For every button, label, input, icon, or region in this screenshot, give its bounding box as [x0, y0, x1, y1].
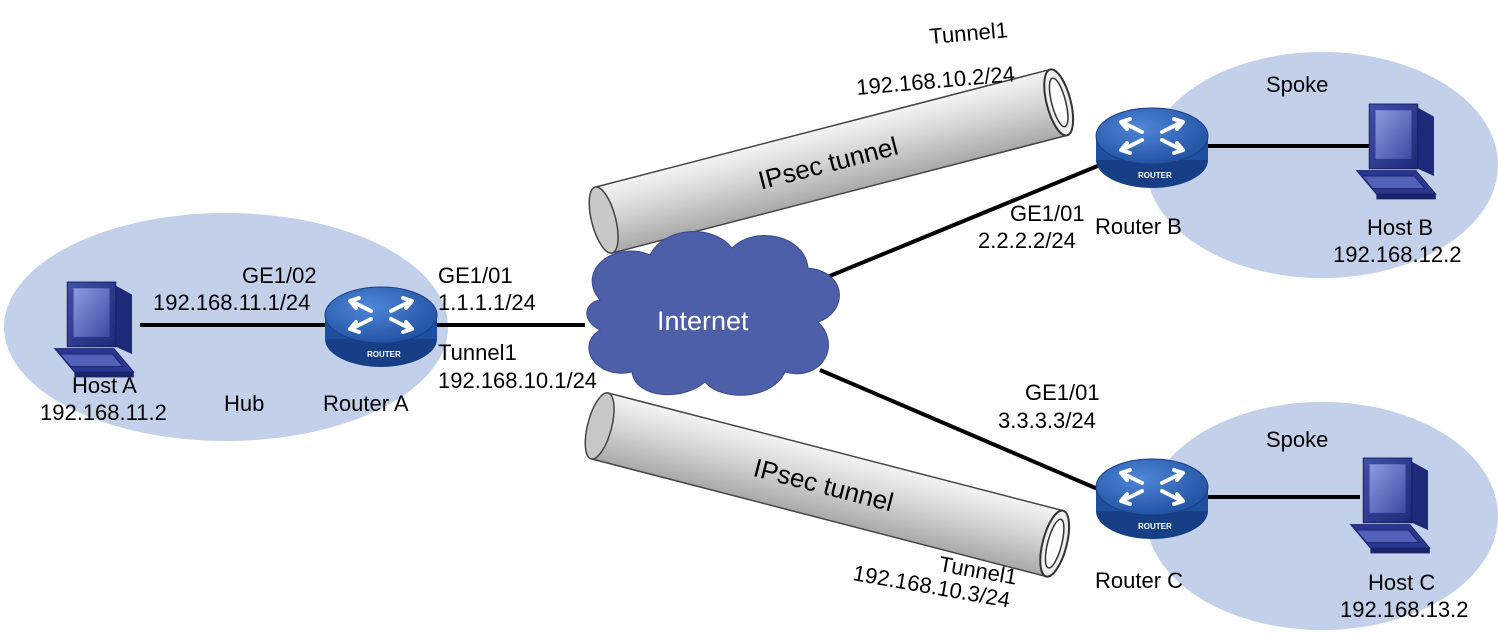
- router-a-tunnel-ip: 192.168.10.1/24: [438, 368, 597, 393]
- router-a-wan-if: GE1/01: [438, 263, 513, 288]
- ipsec-tunnel-upper: IPsec tunnel: [588, 68, 1075, 254]
- link-internet-routerb: [819, 163, 1101, 282]
- router-a-lan-ip: 192.168.11.1/24: [153, 290, 310, 315]
- host-a-ip: 192.168.11.2: [40, 400, 167, 425]
- router-a-wan-ip: 1.1.1.1/24: [438, 290, 536, 315]
- router-c-name: Router C: [1095, 568, 1183, 593]
- router-c-wan-ip: 3.3.3.3/24: [998, 408, 1096, 433]
- host-b-name: Host B: [1367, 215, 1433, 240]
- host-b-ip: 192.168.12.2: [1333, 242, 1461, 267]
- router-c-badge: ROUTER: [1138, 522, 1172, 531]
- router-b-icon: ROUTER: [1094, 106, 1210, 190]
- router-b-wan-ip: 2.2.2.2/24: [978, 228, 1076, 253]
- router-a-icon: ROUTER: [323, 285, 439, 369]
- spoke-b-label: Spoke: [1266, 72, 1328, 97]
- router-a-badge: ROUTER: [367, 350, 401, 359]
- hub-label: Hub: [224, 391, 264, 416]
- host-c-name: Host C: [1368, 570, 1435, 595]
- links: [140, 144, 1370, 499]
- router-b-tunnel-if: Tunnel1: [928, 17, 1009, 49]
- internet-label: Internet: [657, 306, 749, 336]
- router-b-name: Router B: [1095, 214, 1182, 239]
- internet-cloud: Internet: [586, 231, 840, 396]
- router-b-badge: ROUTER: [1138, 171, 1172, 180]
- link-internet-routerc: [819, 368, 1101, 492]
- host-a-name: Host A: [72, 373, 137, 398]
- router-c-icon: ROUTER: [1094, 457, 1210, 541]
- router-a-tunnel-if: Tunnel1: [438, 340, 517, 365]
- router-b-wan-if: GE1/01: [1010, 201, 1085, 226]
- router-a-lan-if: GE1/02: [242, 263, 317, 288]
- router-a-name: Router A: [323, 391, 409, 416]
- ipsec-tunnel-lower: IPsec tunnel: [584, 392, 1071, 578]
- spoke-c-label: Spoke: [1266, 427, 1328, 452]
- host-c-ip: 192.168.13.2: [1340, 597, 1468, 622]
- router-c-wan-if: GE1/01: [1025, 380, 1100, 405]
